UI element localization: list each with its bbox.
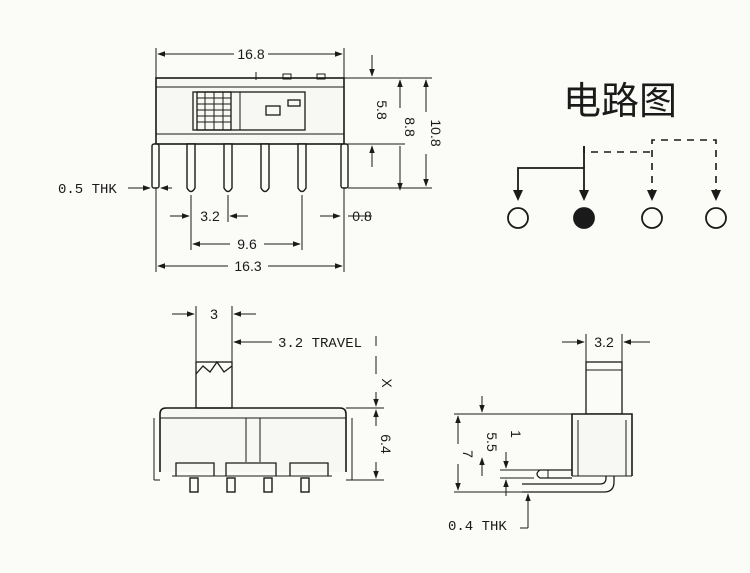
front-view-body bbox=[159, 407, 347, 472]
dim-overall-width: 16.8 bbox=[237, 46, 264, 62]
label-pin-thickness: 0.5 THK bbox=[58, 182, 117, 198]
label-x: X bbox=[379, 378, 395, 388]
top-view: 16.8 5.8 8.8 10.8 0.5 THK 3.2 0 bbox=[58, 46, 444, 274]
side-housing bbox=[571, 413, 633, 476]
circuit-diagram: 电路图 bbox=[507, 79, 727, 229]
actuator-slot bbox=[192, 91, 306, 131]
pin-1 bbox=[186, 143, 196, 193]
front-pin-1 bbox=[189, 477, 199, 493]
front-pad-1 bbox=[175, 462, 215, 476]
dim-total-height: 7 bbox=[460, 450, 476, 458]
dim-height-10-8: 10.8 bbox=[428, 119, 444, 146]
top-view-body bbox=[155, 77, 345, 145]
dim-height-8-8: 8.8 bbox=[402, 117, 418, 137]
label-travel: 3.2 TRAVEL bbox=[278, 336, 362, 352]
mounting-leg-left bbox=[151, 143, 160, 189]
side-pin bbox=[536, 469, 572, 479]
terminal-3 bbox=[641, 207, 663, 229]
dim-body-width: 16.3 bbox=[234, 258, 261, 274]
dim-pin-span: 9.6 bbox=[237, 236, 257, 252]
common-contact-line bbox=[517, 167, 585, 196]
terminal-4 bbox=[705, 207, 727, 229]
circuit-title: 电路图 bbox=[563, 79, 677, 123]
label-bracket-thickness: 0.4 THK bbox=[448, 519, 507, 535]
front-pin-2 bbox=[226, 477, 236, 493]
side-mount-bracket bbox=[522, 476, 615, 493]
pin-3 bbox=[260, 143, 270, 193]
front-view: 3 3.2 TRAVEL X 6.4 bbox=[153, 306, 395, 493]
side-view: 3.2 7 5.5 1 0.4 THK bbox=[448, 334, 650, 535]
dim-pin-height: 5.5 bbox=[484, 432, 500, 452]
dim-pitch: 3.2 bbox=[200, 208, 220, 224]
dim-knob-width: 3 bbox=[210, 306, 218, 322]
pin-2 bbox=[223, 143, 233, 193]
alt-contact-line bbox=[583, 146, 652, 153]
terminal-2-active bbox=[573, 207, 595, 229]
front-pin-3 bbox=[263, 477, 273, 493]
dim-pin-offset: 1 bbox=[508, 430, 524, 438]
terminal-1 bbox=[507, 207, 529, 229]
dim-height-5-8: 5.8 bbox=[374, 100, 390, 120]
mounting-leg-right bbox=[340, 143, 349, 189]
dim-edge-offset: 0.8 bbox=[352, 208, 372, 224]
pin-4 bbox=[297, 143, 307, 193]
dim-body-height: 6.4 bbox=[378, 434, 394, 454]
front-pad-2 bbox=[225, 462, 277, 476]
front-pin-4 bbox=[300, 477, 310, 493]
front-pad-3 bbox=[289, 462, 329, 476]
dim-knob-depth: 3.2 bbox=[594, 334, 614, 350]
front-knob bbox=[195, 361, 233, 409]
